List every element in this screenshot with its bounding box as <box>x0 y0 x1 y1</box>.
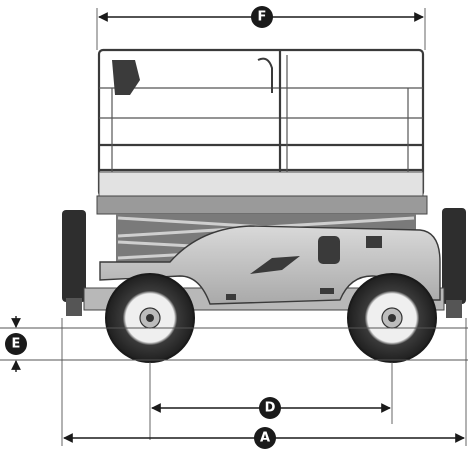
e-badge <box>5 333 27 355</box>
outrigger-left <box>62 210 86 302</box>
platform-deck <box>96 195 428 215</box>
wheel-front <box>105 273 195 363</box>
dimension-a: A <box>61 318 467 449</box>
chassis-slot <box>226 294 236 300</box>
outrigger-foot-right <box>446 300 462 318</box>
d-label: D <box>265 401 276 416</box>
kickboard <box>98 171 424 197</box>
outrigger-foot-left <box>66 298 82 316</box>
a-badge <box>254 427 276 449</box>
e-label: E <box>12 337 21 352</box>
f-label: F <box>258 10 267 25</box>
panel-switch <box>366 236 382 248</box>
gate-latch <box>257 57 273 93</box>
wheel-rear <box>347 273 437 363</box>
control-box <box>112 60 140 95</box>
outriggers <box>62 208 466 318</box>
a-label: A <box>260 431 270 446</box>
f-badge <box>251 6 273 28</box>
outrigger-right <box>442 208 466 304</box>
d-badge <box>259 397 281 419</box>
body-decal <box>250 256 300 274</box>
dimension-e: E <box>0 316 468 372</box>
dimension-f: F <box>96 6 426 50</box>
dimension-d: D <box>149 362 393 440</box>
chassis-socket <box>320 288 334 294</box>
guard-rails <box>97 48 425 198</box>
panel-gauge <box>318 236 340 264</box>
